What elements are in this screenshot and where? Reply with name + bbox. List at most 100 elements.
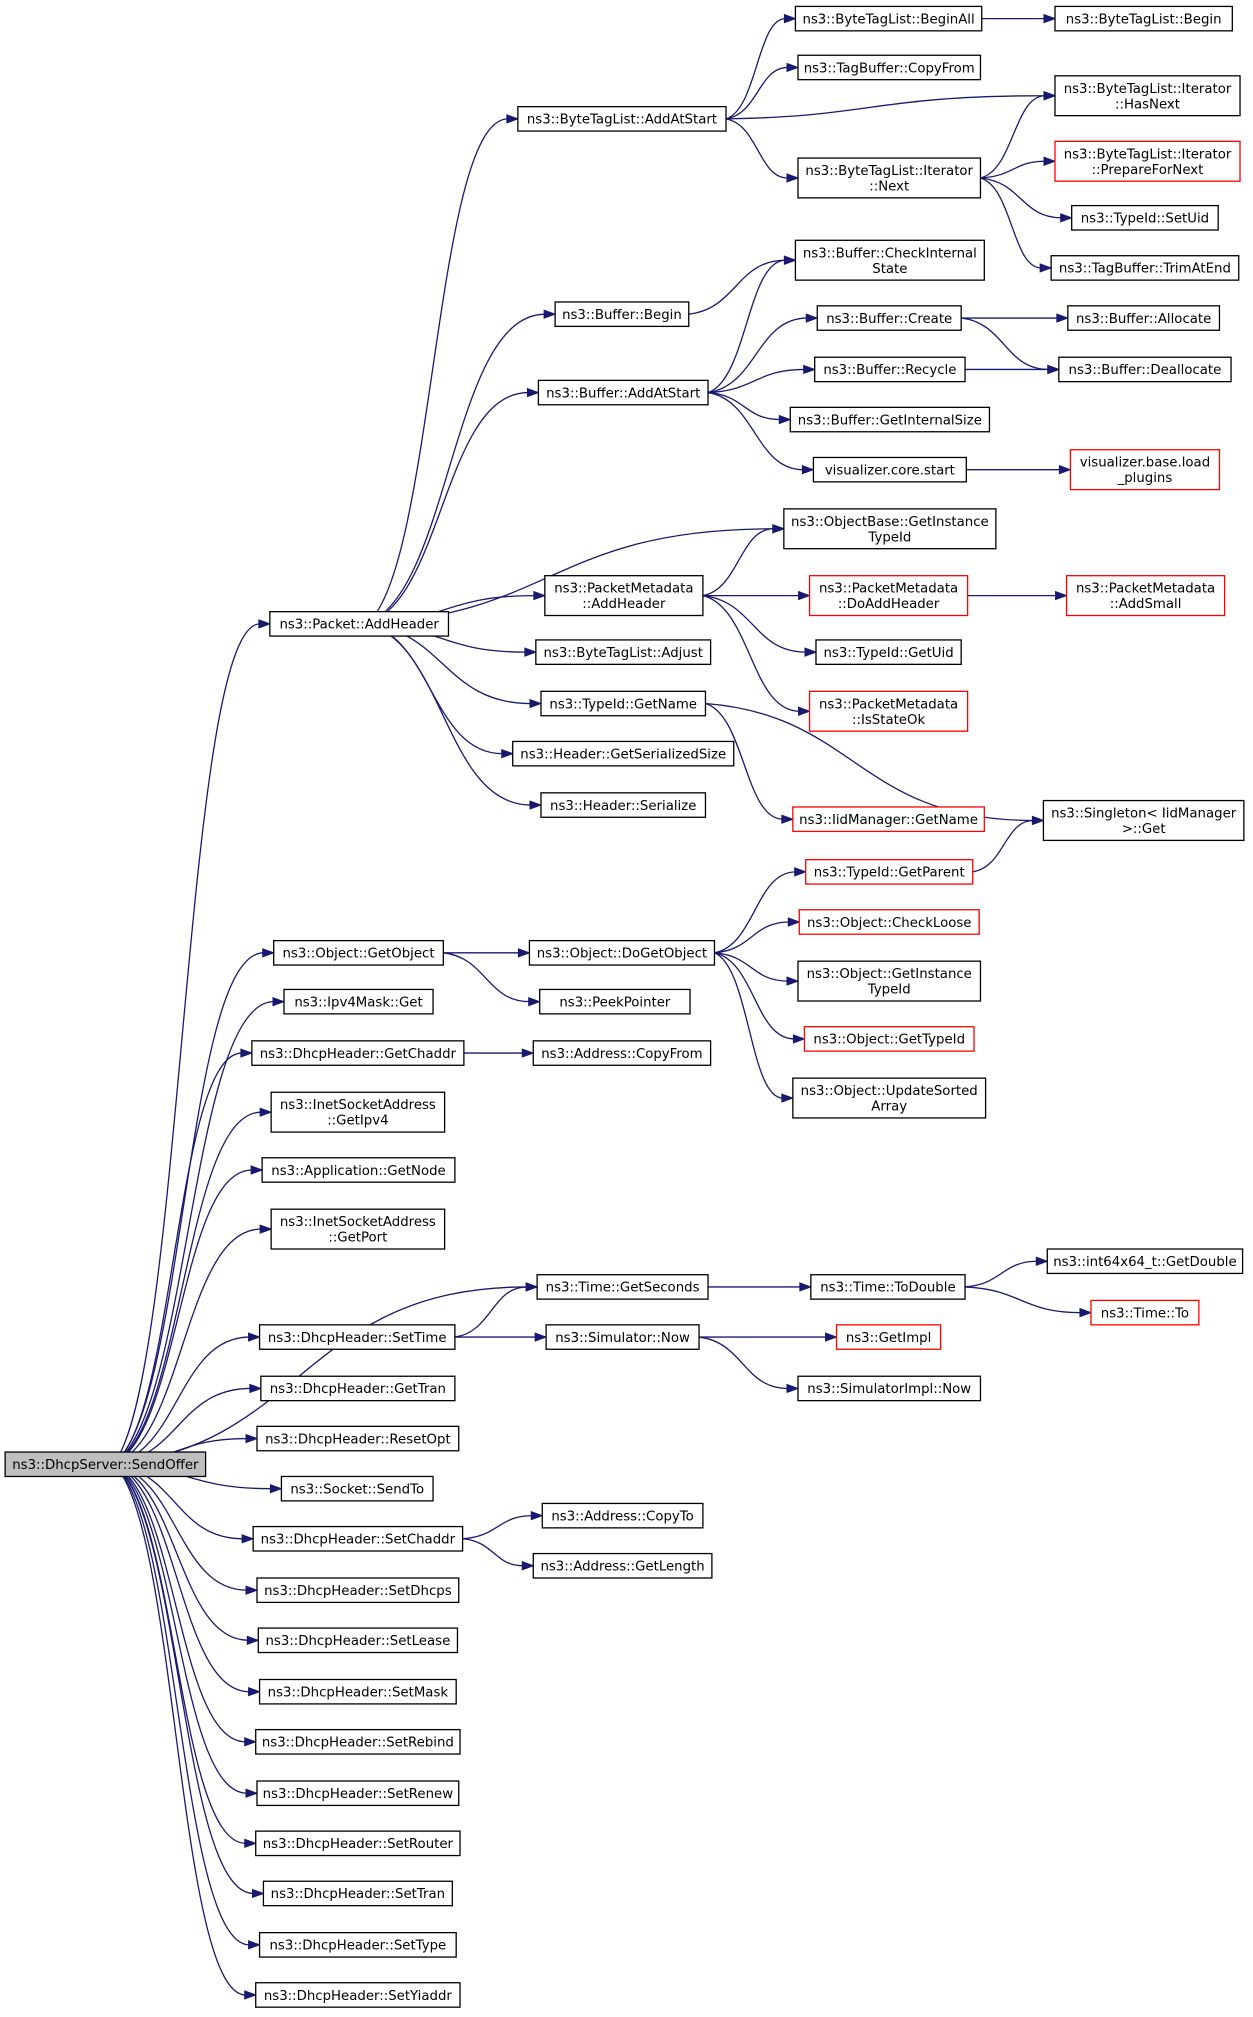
node-pm-do-add-header[interactable]: ns3::PacketMetadata::DoAddHeader <box>808 575 969 617</box>
node-address-copy-to[interactable]: ns3::Address::CopyTo <box>541 1502 704 1529</box>
node-box[interactable] <box>1054 75 1241 117</box>
node-btl-iter-next[interactable]: ns3::ByteTagList::Iterator::Next <box>797 157 982 199</box>
node-get-port[interactable]: ns3::InetSocketAddress::GetPort <box>270 1208 446 1250</box>
node-peek-pointer[interactable]: ns3::PeekPointer <box>539 988 691 1015</box>
node-box[interactable] <box>256 1425 460 1452</box>
node-box[interactable] <box>1054 5 1233 32</box>
node-buffer-allocate[interactable]: ns3::Buffer::Allocate <box>1067 305 1221 331</box>
node-box[interactable] <box>1042 799 1245 842</box>
node-type-id-get-uid[interactable]: ns3::TypeId::GetUid <box>815 639 962 665</box>
node-box[interactable] <box>805 859 974 885</box>
node-header-get-serialized-size[interactable]: ns3::Header::GetSerializedSize <box>512 740 735 767</box>
node-box[interactable] <box>1067 305 1221 331</box>
node-tag-buffer-trim-at-end[interactable]: ns3::TagBuffer::TrimAtEnd <box>1050 255 1240 281</box>
node-btl-begin[interactable]: ns3::ByteTagList::Begin <box>1054 5 1233 32</box>
node-box[interactable] <box>258 1678 457 1705</box>
node-box[interactable] <box>1050 255 1240 281</box>
node-box[interactable] <box>797 960 982 1002</box>
node-object-get-type-id[interactable]: ns3::Object::GetTypeId <box>803 1026 975 1052</box>
node-box[interactable] <box>797 54 982 81</box>
node-buffer-add-at-start[interactable]: ns3::Buffer::AddAtStart <box>537 379 709 406</box>
node-box[interactable] <box>536 1274 709 1300</box>
node-pm-add-header[interactable]: ns3::PacketMetadata::AddHeader <box>544 575 704 617</box>
node-box[interactable] <box>255 1830 461 1857</box>
node-box[interactable] <box>1071 204 1219 231</box>
node-box[interactable] <box>512 740 735 767</box>
node-get-node[interactable]: ns3::Application::GetNode <box>261 1157 456 1183</box>
node-box[interactable] <box>792 1077 987 1119</box>
node-box[interactable] <box>554 301 690 328</box>
node-singleton-get[interactable]: ns3::Singleton< IidManager >::Get <box>1042 799 1245 842</box>
node-set-dhcps[interactable]: ns3::DhcpHeader::SetDhcps <box>256 1577 460 1604</box>
node-box[interactable] <box>1054 140 1241 182</box>
node-box[interactable] <box>794 239 985 281</box>
node-set-tran[interactable]: ns3::DhcpHeader::SetTran <box>262 1880 453 1907</box>
node-box[interactable] <box>4 1451 207 1478</box>
node-box[interactable] <box>258 1931 457 1958</box>
node-box[interactable] <box>528 939 716 966</box>
node-box[interactable] <box>539 988 691 1015</box>
node-box[interactable] <box>810 1274 966 1300</box>
node-set-type[interactable]: ns3::DhcpHeader::SetType <box>258 1931 457 1958</box>
node-box[interactable] <box>792 806 985 833</box>
node-simulator-impl-now[interactable]: ns3::SimulatorImpl::Now <box>797 1375 982 1402</box>
node-set-lease[interactable]: ns3::DhcpHeader::SetLease <box>257 1627 459 1654</box>
node-box[interactable] <box>257 1627 459 1654</box>
node-header-serialize[interactable]: ns3::Header::Serialize <box>540 792 707 818</box>
node-type-id-set-uid[interactable]: ns3::TypeId::SetUid <box>1071 204 1219 231</box>
node-box[interactable] <box>544 575 704 617</box>
node-box[interactable] <box>545 1324 700 1350</box>
node-box[interactable] <box>255 1728 461 1755</box>
node-box[interactable] <box>283 988 434 1015</box>
node-type-id-get-name[interactable]: ns3::TypeId::GetName <box>540 690 707 717</box>
node-send-to[interactable]: ns3::Socket::SendTo <box>280 1475 434 1502</box>
node-btl-iter-prepare-for-next[interactable]: ns3::ByteTagList::Iterator::PrepareForNe… <box>1054 140 1241 182</box>
node-box[interactable] <box>815 639 962 665</box>
node-box[interactable] <box>797 157 982 199</box>
node-box[interactable] <box>261 1157 456 1183</box>
node-box[interactable] <box>541 1502 704 1529</box>
node-buffer-create[interactable]: ns3::Buffer::Create <box>816 305 962 331</box>
node-box[interactable] <box>517 106 727 132</box>
node-box[interactable] <box>532 1040 712 1066</box>
node-get-tran[interactable]: ns3::DhcpHeader::GetTran <box>260 1375 456 1402</box>
node-box[interactable] <box>803 1026 975 1052</box>
node-buffer-recycle[interactable]: ns3::Buffer::Recycle <box>814 356 966 383</box>
node-ipv4-mask-get[interactable]: ns3::Ipv4Mask::Get <box>283 988 434 1015</box>
node-buffer-get-internal-size[interactable]: ns3::Buffer::GetInternalSize <box>789 406 991 433</box>
node-vis-core-start[interactable]: visualizer.core.start <box>812 456 967 483</box>
node-address-get-length[interactable]: ns3::Address::GetLength <box>532 1552 713 1579</box>
node-set-chaddr[interactable]: ns3::DhcpHeader::SetChaddr <box>252 1525 464 1552</box>
node-address-copy-from[interactable]: ns3::Address::CopyFrom <box>532 1040 712 1066</box>
node-btl-begin-all[interactable]: ns3::ByteTagList::BeginAll <box>794 5 983 32</box>
node-box[interactable] <box>270 1208 446 1250</box>
node-box[interactable] <box>540 690 707 717</box>
node-box[interactable] <box>280 1475 434 1502</box>
node-do-get-object[interactable]: ns3::Object::DoGetObject <box>528 939 716 966</box>
node-box[interactable] <box>812 456 967 483</box>
node-box[interactable] <box>252 1525 464 1552</box>
node-type-id-get-parent[interactable]: ns3::TypeId::GetParent <box>805 859 974 885</box>
node-iid-manager-get-name[interactable]: ns3::IidManager::GetName <box>792 806 985 833</box>
node-box[interactable] <box>256 1577 460 1604</box>
node-box[interactable] <box>258 1324 456 1350</box>
node-get-impl[interactable]: ns3::GetImpl <box>835 1324 942 1350</box>
node-box[interactable] <box>835 1324 942 1350</box>
node-set-mask[interactable]: ns3::DhcpHeader::SetMask <box>258 1678 457 1705</box>
node-box[interactable] <box>808 575 969 617</box>
node-set-router[interactable]: ns3::DhcpHeader::SetRouter <box>255 1830 461 1857</box>
node-box[interactable] <box>789 406 991 433</box>
node-box[interactable] <box>269 611 450 637</box>
node-box[interactable] <box>814 356 966 383</box>
node-box[interactable] <box>1065 575 1226 617</box>
node-box[interactable] <box>251 1040 465 1066</box>
node-btl-adjust[interactable]: ns3::ByteTagList::Adjust <box>535 639 712 665</box>
node-box[interactable] <box>270 1091 446 1133</box>
node-box[interactable] <box>540 792 707 818</box>
node-btl-add-at-start[interactable]: ns3::ByteTagList::AddAtStart <box>517 106 727 132</box>
node-get-ipv4[interactable]: ns3::InetSocketAddress::GetIpv4 <box>270 1091 446 1133</box>
node-box[interactable] <box>262 1880 453 1907</box>
